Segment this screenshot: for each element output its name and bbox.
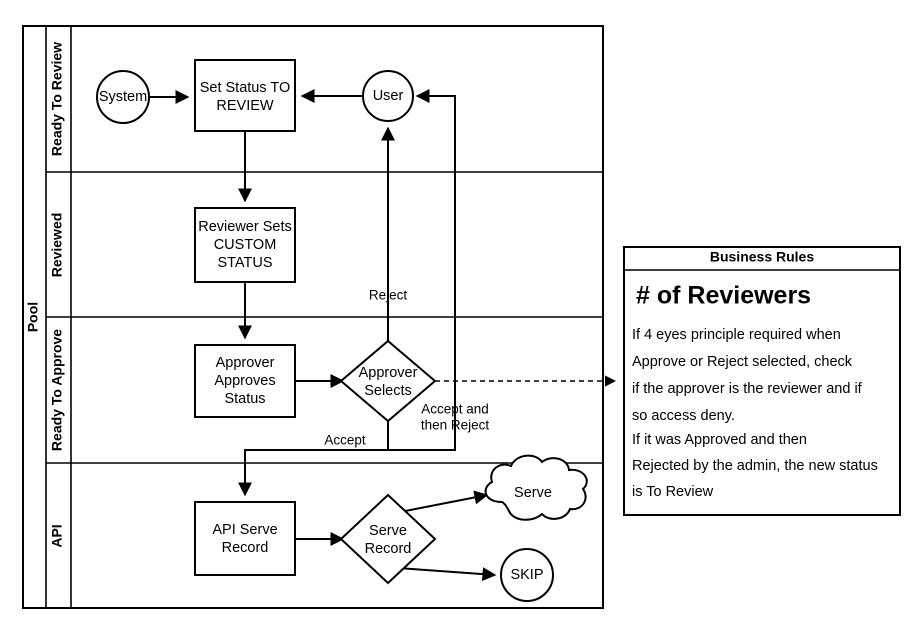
- approver-selects-label-line1: Approver: [359, 365, 418, 381]
- serve-record-label-line1: Serve: [369, 523, 407, 539]
- node-user[interactable]: User: [362, 70, 414, 122]
- business-rules-heading: # of Reviewers: [636, 282, 811, 310]
- flow-serve-record-to-serve: [399, 490, 489, 513]
- flow-serve-record-to-skip: [397, 567, 497, 582]
- node-serve-record[interactable]: Serve Record: [339, 493, 437, 585]
- node-system[interactable]: System: [96, 70, 150, 124]
- serve-cloud-shape[interactable]: [484, 454, 588, 521]
- business-rules-line-1: If 4 eyes principle required when: [632, 327, 841, 343]
- node-serve-cloud[interactable]: Serve: [484, 454, 588, 521]
- edge-label-accept: Accept: [324, 433, 366, 448]
- system-circle[interactable]: [96, 70, 150, 124]
- business-rules-title: Business Rules: [710, 249, 814, 265]
- edge-label-accept-then-reject-line2: then Reject: [421, 418, 490, 433]
- set-status-box[interactable]: [194, 59, 296, 132]
- serve-record-diamond[interactable]: [339, 493, 437, 585]
- lane-label-ready-to-approve: Ready To Approve: [49, 329, 65, 451]
- business-rules-line-2: Approve or Reject selected, check: [632, 354, 853, 370]
- serve-cloud-label: Serve: [514, 485, 552, 501]
- business-rules-line-7: is To Review: [632, 484, 714, 500]
- business-rules-line-4: so access deny.: [632, 408, 735, 424]
- edge-label-accept-then-reject-line1: Accept and: [421, 402, 489, 417]
- approver-approves-label-line2: Approves: [214, 373, 275, 389]
- lane-label-api: API: [49, 524, 65, 547]
- approver-approves-label-line1: Approver: [216, 355, 275, 371]
- pool-label: Pool: [25, 302, 41, 332]
- business-rules-line-3: if the approver is the reviewer and if: [632, 381, 863, 397]
- approver-selects-label-line2: Selects: [364, 383, 412, 399]
- user-label: User: [373, 88, 404, 104]
- system-label: System: [99, 89, 147, 105]
- reviewer-sets-box[interactable]: [194, 207, 296, 283]
- approver-approves-label-line3: Status: [224, 391, 265, 407]
- node-approver-approves-status[interactable]: Approver Approves Status: [194, 344, 296, 418]
- api-serve-record-label-line1: API Serve: [212, 522, 277, 538]
- business-rules-line-5: If it was Approved and then: [632, 432, 807, 448]
- approver-selects-diamond[interactable]: [339, 339, 437, 423]
- business-rules-box: [623, 246, 901, 516]
- reviewer-sets-label-line2: CUSTOM: [214, 237, 277, 253]
- node-approver-selects[interactable]: Approver Selects: [339, 339, 437, 423]
- reviewer-sets-label-line3: STATUS: [217, 255, 272, 271]
- lane-label-ready-to-review: Ready To Review: [49, 42, 65, 156]
- set-status-label-line1: Set Status TO: [200, 80, 291, 96]
- lane-label-reviewed: Reviewed: [49, 213, 65, 278]
- node-set-status-to-review[interactable]: Set Status TO REVIEW: [194, 59, 296, 132]
- business-rules-line-6: Rejected by the admin, the new status: [632, 458, 878, 474]
- node-reviewer-sets-custom-status[interactable]: Reviewer Sets CUSTOM STATUS: [194, 207, 296, 283]
- serve-record-label-line2: Record: [365, 541, 412, 557]
- business-rules-panel: Business Rules # of Reviewers If 4 eyes …: [623, 246, 901, 516]
- connectors: Reject Accept and then Reject Accept: [150, 89, 617, 582]
- api-serve-record-box[interactable]: [194, 501, 296, 576]
- user-circle[interactable]: [362, 70, 414, 122]
- node-skip[interactable]: SKIP: [500, 548, 554, 602]
- approver-approves-box[interactable]: [194, 344, 296, 418]
- edge-label-reject: Reject: [369, 288, 408, 303]
- api-serve-record-label-line2: Record: [222, 540, 269, 556]
- reviewer-sets-label-line1: Reviewer Sets: [198, 219, 291, 235]
- skip-circle[interactable]: [500, 548, 554, 602]
- node-api-serve-record[interactable]: API Serve Record: [194, 501, 296, 576]
- skip-label: SKIP: [510, 567, 543, 583]
- flow-accept-to-api-serve: [238, 421, 389, 497]
- set-status-label-line2: REVIEW: [216, 98, 274, 114]
